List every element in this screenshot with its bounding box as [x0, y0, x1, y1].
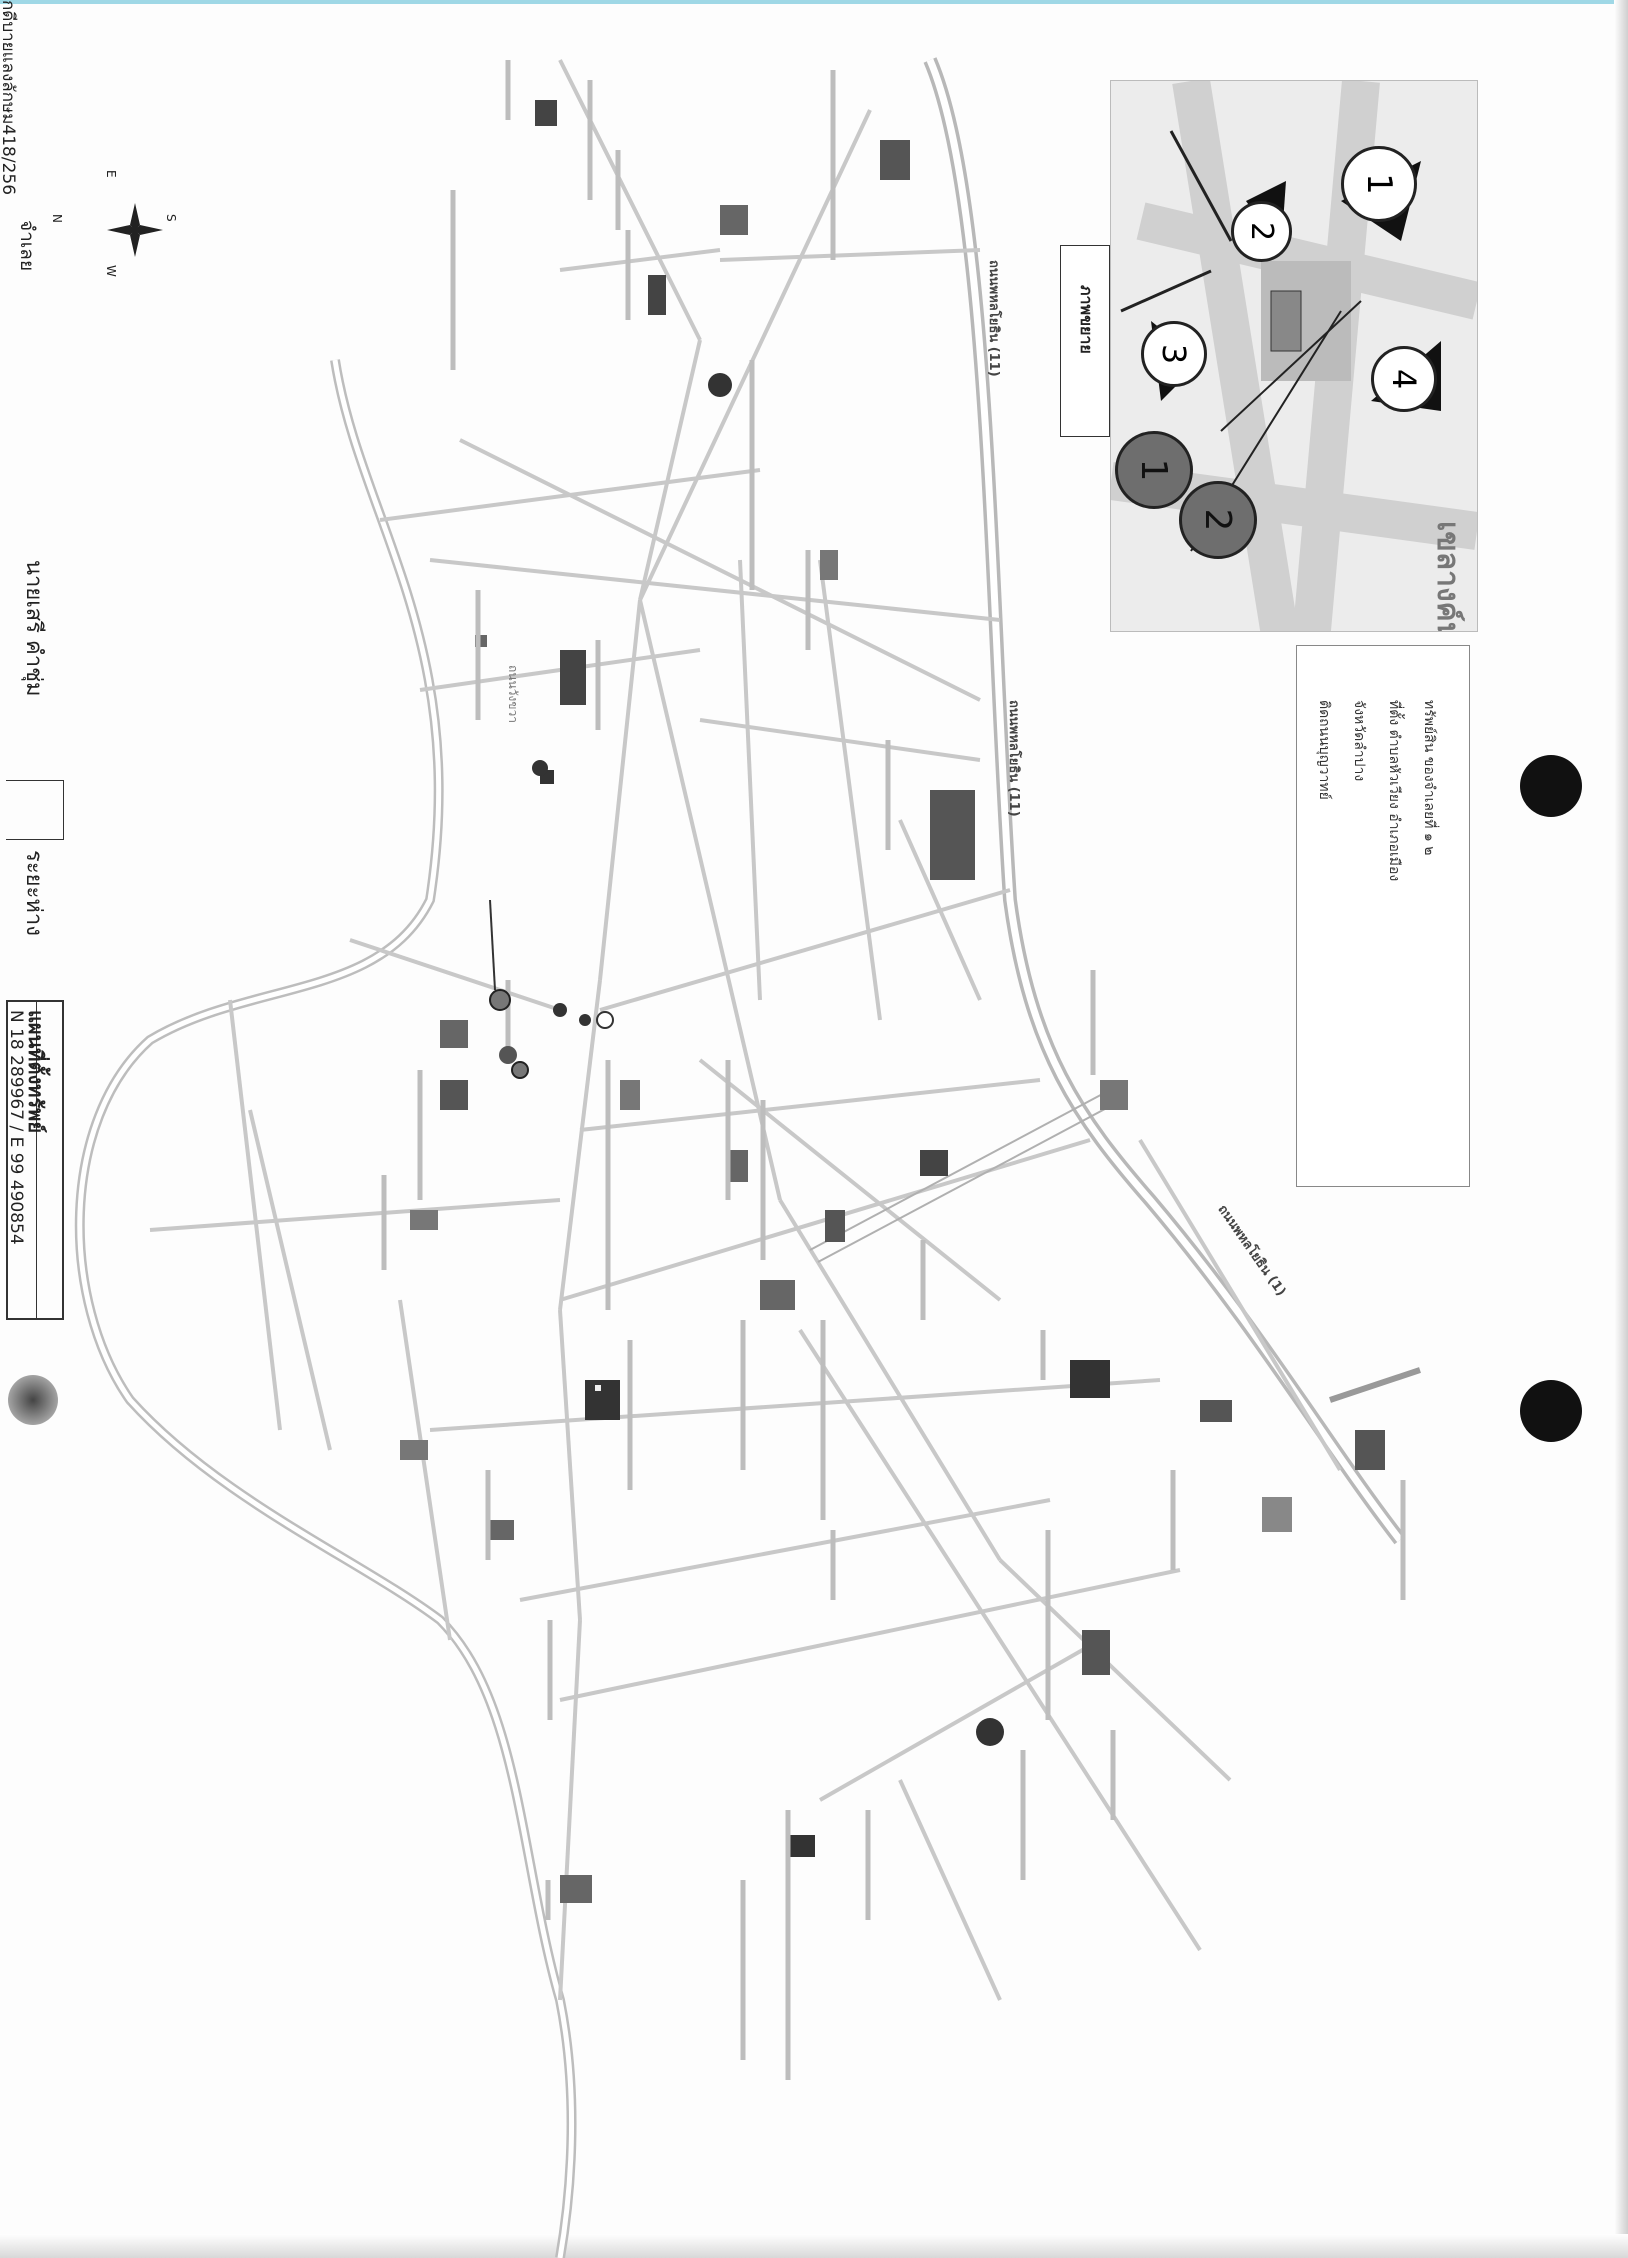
- enlarged-view-label-box: [1060, 245, 1110, 437]
- scan-edge-bottom: [0, 2234, 1628, 2258]
- highway-label-1: ถนนพหลโยธิน (11): [986, 260, 1001, 377]
- scan-edge-right: [1614, 0, 1628, 2258]
- hole-punch-bottom: [1520, 1380, 1582, 1442]
- enlarged-view-label: ภาพขยาย: [1077, 285, 1096, 354]
- riverside-road-label: ถนนวังขวา: [506, 665, 520, 723]
- address-line-1: ทรัพย์สิน ของจำเลยที่ ๑ ๒: [1421, 700, 1437, 856]
- highway-label-2: ถนนพหลโยธิน (11): [1006, 700, 1021, 817]
- inset-marker-1-top: 1: [1341, 146, 1417, 222]
- road-network: [149, 59, 1342, 2001]
- minor-labels: [381, 60, 1406, 2080]
- inset-enlarged-map: 1 2 3 4 1 2 เขลางค์นคร: [1110, 80, 1478, 632]
- hole-punch-left: [8, 1375, 58, 1425]
- hole-punch-top: [1520, 755, 1582, 817]
- landmark-icons: [400, 100, 1385, 1903]
- property-address-box: [1296, 645, 1470, 1187]
- inset-marker-1-gray: 1: [1115, 431, 1193, 509]
- scan-edge-top: [0, 0, 1628, 4]
- inset-marker-2-top: 2: [1231, 201, 1292, 262]
- compass-rose-icon: [107, 203, 163, 257]
- inset-marker-3: 3: [1141, 321, 1207, 387]
- header-box: [6, 1000, 64, 1320]
- inset-marker-2-gray: 2: [1179, 481, 1257, 559]
- distance-box: [6, 780, 64, 840]
- inset-marker-4: 4: [1371, 346, 1437, 412]
- address-line-3: จังหวัดลำปาง: [1351, 700, 1367, 782]
- subject-location-markers: [489, 760, 614, 1079]
- address-line-2: ที่ตั้ง ตำบลหัวเวียง อำเภอเมือง: [1386, 700, 1402, 882]
- railway: [809, 1089, 1119, 1263]
- address-line-4: ติดถนนบุญวาทย์: [1316, 700, 1332, 800]
- river: [74, 359, 577, 2258]
- inset-footer-label: เขลางค์นคร: [1430, 521, 1465, 632]
